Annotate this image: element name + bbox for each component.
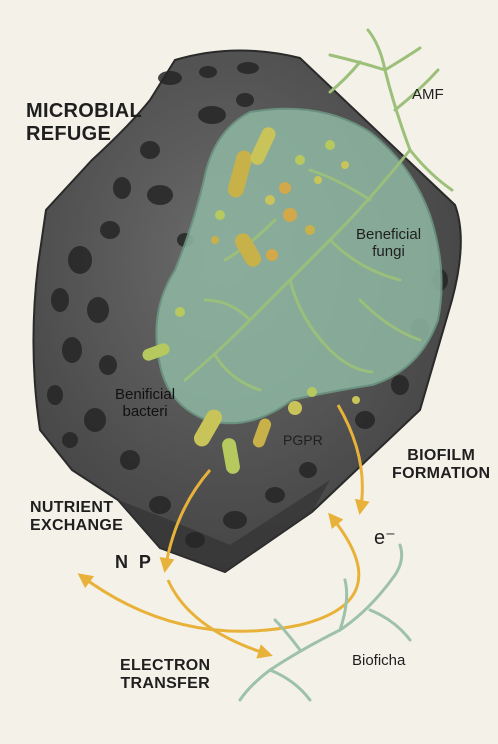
- nutrient-line2: EXCHANGE: [30, 517, 124, 535]
- nutrient-exchange-label: NUTRIENT EXCHANGE: [30, 499, 123, 536]
- fungi-line1: Beneficial: [356, 226, 422, 243]
- bacteria-line2: bacteri: [122, 403, 168, 421]
- arrow-biofilm-to-electron: [336, 404, 370, 515]
- electron-symbol: e⁻: [374, 527, 396, 549]
- biochar-roots: [238, 543, 412, 702]
- electron-transfer-label: ELECTRON TRANSFER: [120, 657, 210, 694]
- arrow-np-to-biochar: [166, 579, 273, 659]
- biofilm-formation-label: BIOFILM FORMATION: [392, 447, 490, 484]
- biofilm-line1: BIOFILM: [407, 447, 476, 464]
- title-line2: REFUGE: [26, 123, 112, 145]
- electron-line1: ELECTRON: [120, 657, 211, 674]
- amf-label: AMF: [412, 86, 444, 103]
- pgpr-label: PGPR: [283, 432, 323, 448]
- beneficial-fungi-label: Beneficial fungi: [356, 226, 421, 261]
- nutrient-line1: NUTRIENT: [30, 499, 114, 516]
- exchange-arrows: [77, 404, 370, 659]
- bacteria-line1: Benificial: [115, 386, 176, 403]
- np-label: N P: [115, 552, 152, 572]
- beneficial-bacteria-label: Benificial bacteri: [115, 386, 175, 421]
- electron-line2: TRANSFER: [120, 675, 210, 693]
- biofilm-line2: FORMATION: [392, 465, 491, 483]
- title-line1: MICROBIAL: [26, 100, 143, 122]
- arrow-nutrient-exchange: [77, 512, 361, 633]
- amf-hyphae: [328, 28, 454, 192]
- biofilm-layer: [155, 107, 443, 425]
- title-label: MICROBIAL REFUGE: [26, 100, 142, 146]
- biochar-label: Bioficha: [352, 652, 406, 669]
- fungi-line2: fungi: [372, 243, 405, 261]
- bacteria: [142, 127, 360, 474]
